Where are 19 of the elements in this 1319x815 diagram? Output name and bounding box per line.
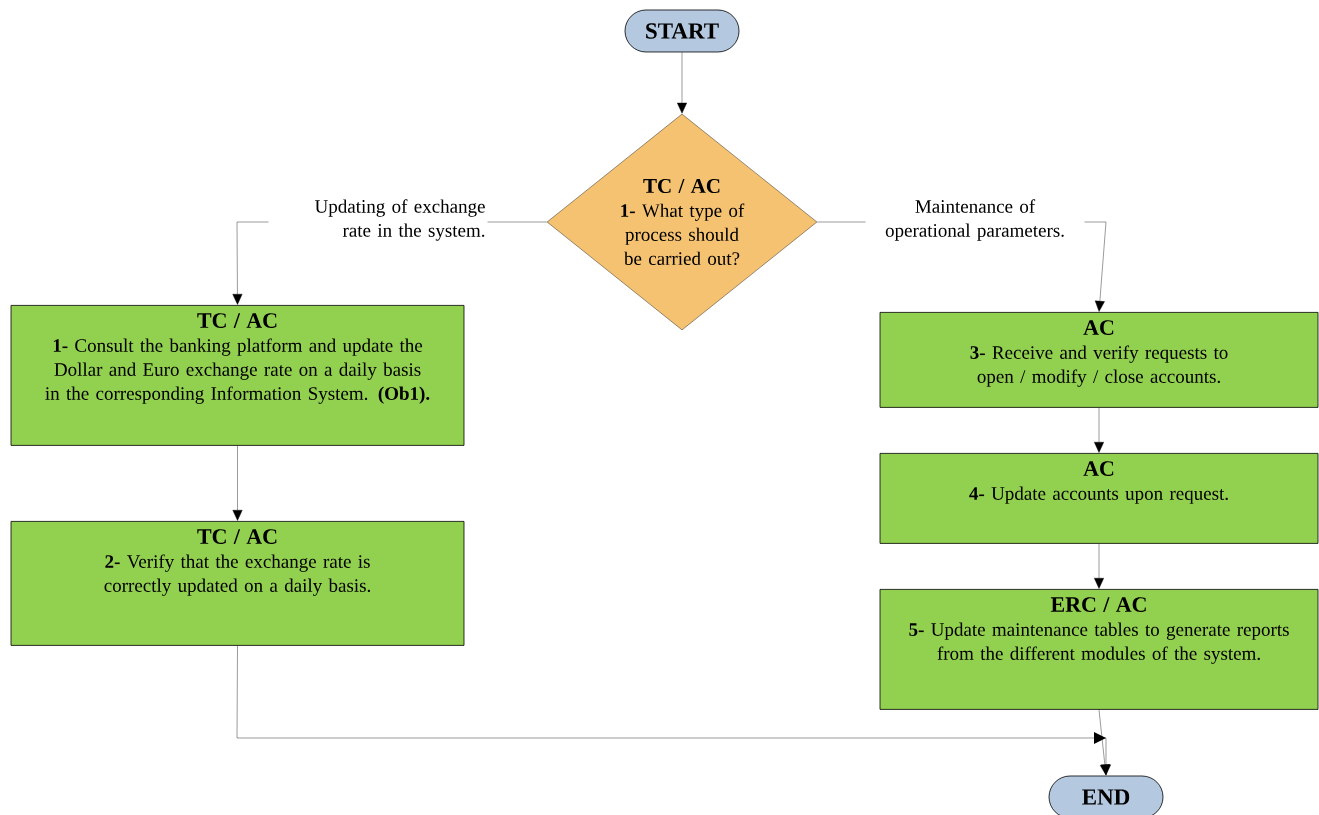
process-box — [879, 589, 1319, 710]
arrow — [236, 645, 1111, 776]
process-box — [879, 453, 1319, 544]
arrow — [1094, 407, 1104, 453]
process-box — [879, 312, 1319, 408]
box-text: ERC / AC 5- Update maintenance tables to generate reports from the different modules of the system. — [909, 597, 1289, 664]
edge-label: Maintenance of operational parameters. — [865, 197, 1085, 243]
end-terminal: END — [1048, 775, 1164, 815]
process-box — [10, 521, 465, 646]
box-text: TC / AC 2- Verify that the exchange rate is correctly updated on a daily basis. — [104, 529, 370, 596]
start-terminal: START — [624, 9, 740, 53]
edge-label: Updating of exchange rate in the system. — [268, 197, 488, 243]
box-text: AC 4- Update accounts upon request. — [969, 461, 1228, 504]
box-text: TC / AC 1- Consult the banking platform and update the Dollar and Euro exchange rate on a daily basis in the corresponding Information System. (Ob1). — [45, 313, 430, 404]
box-text: AC 3- Receive and verify requests to open / modify / close accounts. — [970, 320, 1228, 387]
arrow — [1094, 543, 1104, 589]
process-box — [10, 305, 465, 446]
arrow — [232, 445, 243, 521]
arrow — [677, 52, 687, 114]
